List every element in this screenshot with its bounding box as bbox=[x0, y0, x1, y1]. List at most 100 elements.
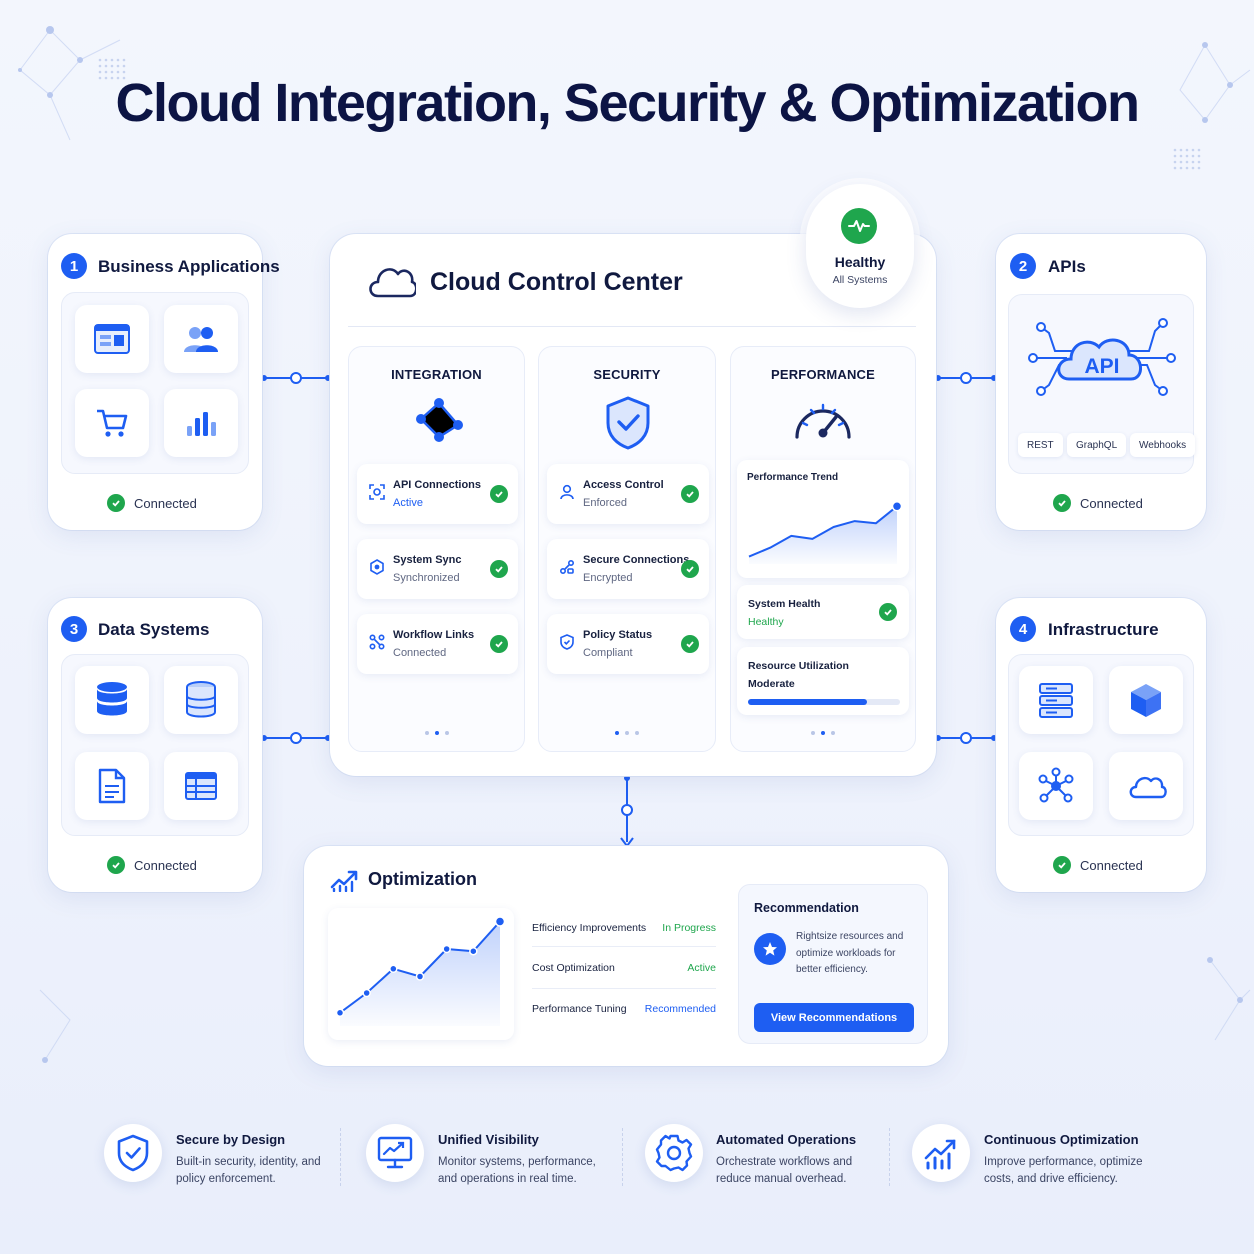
check-icon bbox=[681, 635, 699, 653]
recommendation-panel: Recommendation Rightsize resources and o… bbox=[738, 884, 928, 1044]
chart-point bbox=[415, 972, 425, 981]
secure-link-icon bbox=[559, 559, 575, 575]
connection-status: Connected bbox=[1053, 494, 1143, 512]
chart-area bbox=[340, 921, 500, 1026]
database-outline-icon[interactable] bbox=[164, 666, 238, 734]
data-systems-card: 3 Data Systems Connected bbox=[48, 598, 262, 892]
protocol-pill-graphql[interactable]: GraphQL bbox=[1067, 433, 1127, 457]
header-divider bbox=[348, 326, 916, 327]
check-icon bbox=[490, 485, 508, 503]
feature-separator bbox=[622, 1128, 623, 1186]
feature-separator bbox=[340, 1128, 341, 1186]
status-item-system-sync[interactable]: System Sync Synchronized bbox=[357, 539, 518, 599]
performance-trend-chart bbox=[748, 501, 903, 564]
api-panel: API REST GraphQL Webhooks bbox=[1008, 294, 1196, 474]
column-title: PERFORMANCE bbox=[770, 367, 876, 382]
gear-icon bbox=[645, 1124, 703, 1182]
status-item-workflow-links[interactable]: Workflow Links Connected bbox=[357, 614, 518, 674]
column-title: INTEGRATION bbox=[391, 367, 482, 382]
check-icon bbox=[681, 560, 699, 578]
performance-column: PERFORMANCE Performance Trend System Hea… bbox=[730, 346, 916, 752]
workflow-icon bbox=[369, 634, 385, 650]
pager-dots[interactable] bbox=[731, 731, 915, 735]
connection-status: Connected bbox=[107, 494, 197, 512]
health-badge: Healthy All Systems bbox=[806, 184, 914, 308]
check-icon bbox=[681, 485, 699, 503]
table-icon[interactable] bbox=[164, 752, 238, 820]
chart-point bbox=[362, 988, 371, 998]
status-item-policy-status[interactable]: Policy Status Compliant bbox=[547, 614, 709, 674]
users-icon[interactable] bbox=[164, 305, 238, 373]
apis-card: 2 APIs API REST GraphQL Webhooks Connect… bbox=[996, 234, 1206, 530]
column-title: SECURITY bbox=[593, 367, 661, 382]
user-icon bbox=[560, 484, 574, 500]
cloud-icon[interactable] bbox=[1109, 752, 1183, 820]
performance-trend-card[interactable]: Performance Trend bbox=[737, 460, 909, 578]
status-item-secure-connections[interactable]: Secure Connections Encrypted bbox=[547, 539, 709, 599]
app-window-icon[interactable] bbox=[75, 305, 149, 373]
document-icon[interactable] bbox=[75, 752, 149, 820]
chart-area bbox=[749, 506, 897, 564]
card-title: Data Systems bbox=[98, 620, 210, 639]
row-divider bbox=[532, 988, 716, 989]
growth-chart-icon bbox=[912, 1124, 970, 1182]
security-column: SECURITY Access Control Enforced Secure … bbox=[538, 346, 716, 752]
api-logo-text: API bbox=[1084, 355, 1120, 378]
feature-desc: Improve performance, optimize costs, and… bbox=[984, 1156, 1143, 1185]
bar-chart-icon[interactable] bbox=[164, 389, 238, 457]
optimization-chart-panel bbox=[328, 908, 514, 1040]
check-icon bbox=[107, 494, 125, 512]
pager-dots[interactable] bbox=[349, 731, 524, 735]
chart-point bbox=[891, 501, 903, 512]
health-label: Healthy bbox=[834, 254, 886, 270]
pager-dots[interactable] bbox=[539, 731, 715, 735]
policy-shield-icon bbox=[560, 634, 574, 650]
recommendation-title: Recommendation bbox=[754, 901, 859, 915]
recommendation-text: Rightsize resources and optimize workloa… bbox=[796, 931, 904, 975]
status-row[interactable]: Cost Optimization Active bbox=[532, 962, 716, 974]
network-icon[interactable] bbox=[1019, 752, 1093, 820]
integration-column: INTEGRATION API Connections Active Syste… bbox=[348, 346, 525, 752]
chart-series-line bbox=[748, 505, 898, 558]
chart-point bbox=[389, 964, 398, 974]
chart-point bbox=[494, 916, 506, 927]
feature-title: Automated Operations bbox=[716, 1132, 857, 1147]
status-item-resource-utilization[interactable]: Resource Utilization Moderate bbox=[737, 647, 909, 715]
status-item-api-connections[interactable]: API Connections Active bbox=[357, 464, 518, 524]
optimization-trend-chart bbox=[335, 916, 506, 1026]
check-icon bbox=[1053, 494, 1071, 512]
page-title: Cloud Integration, Security & Optimizati… bbox=[115, 73, 1140, 133]
cube-icon[interactable] bbox=[1109, 666, 1183, 734]
shield-icon bbox=[104, 1124, 162, 1182]
icon-grid bbox=[61, 654, 249, 836]
step-number-badge: 1 bbox=[61, 253, 87, 279]
status-item-system-health[interactable]: System Health Healthy bbox=[737, 585, 909, 639]
check-icon bbox=[107, 856, 125, 874]
cloud-icon bbox=[369, 268, 416, 298]
trend-label: Performance Trend bbox=[747, 472, 839, 483]
connection-status: Connected bbox=[1053, 856, 1143, 874]
infrastructure-card: 4 Infrastructure Connected bbox=[996, 598, 1206, 892]
connection-status: Connected bbox=[107, 856, 197, 874]
api-cloud-icon bbox=[1028, 318, 1176, 396]
protocol-pill-rest[interactable]: REST bbox=[1018, 433, 1063, 457]
business-applications-card: 1 Business Applications Connected bbox=[48, 234, 280, 530]
database-icon[interactable] bbox=[75, 666, 149, 734]
status-item-access-control[interactable]: Access Control Enforced bbox=[547, 464, 709, 524]
protocol-pill-webhooks[interactable]: Webhooks bbox=[1130, 433, 1196, 457]
status-row[interactable]: Efficiency Improvements In Progress bbox=[532, 922, 716, 934]
card-title: APIs bbox=[1048, 257, 1086, 276]
check-icon bbox=[1053, 856, 1071, 874]
growth-chart-icon bbox=[330, 870, 358, 892]
shopping-cart-icon[interactable] bbox=[75, 389, 149, 457]
star-icon bbox=[754, 933, 786, 965]
optimization-title: Optimization bbox=[368, 869, 477, 889]
feature-title: Continuous Optimization bbox=[984, 1132, 1139, 1147]
server-icon[interactable] bbox=[1019, 666, 1093, 734]
icon-grid bbox=[1008, 654, 1194, 836]
status-row[interactable]: Performance Tuning Recommended bbox=[532, 1003, 716, 1015]
view-recommendations-button[interactable]: View Recommendations bbox=[754, 1003, 914, 1032]
feature-title: Secure by Design bbox=[176, 1132, 286, 1147]
